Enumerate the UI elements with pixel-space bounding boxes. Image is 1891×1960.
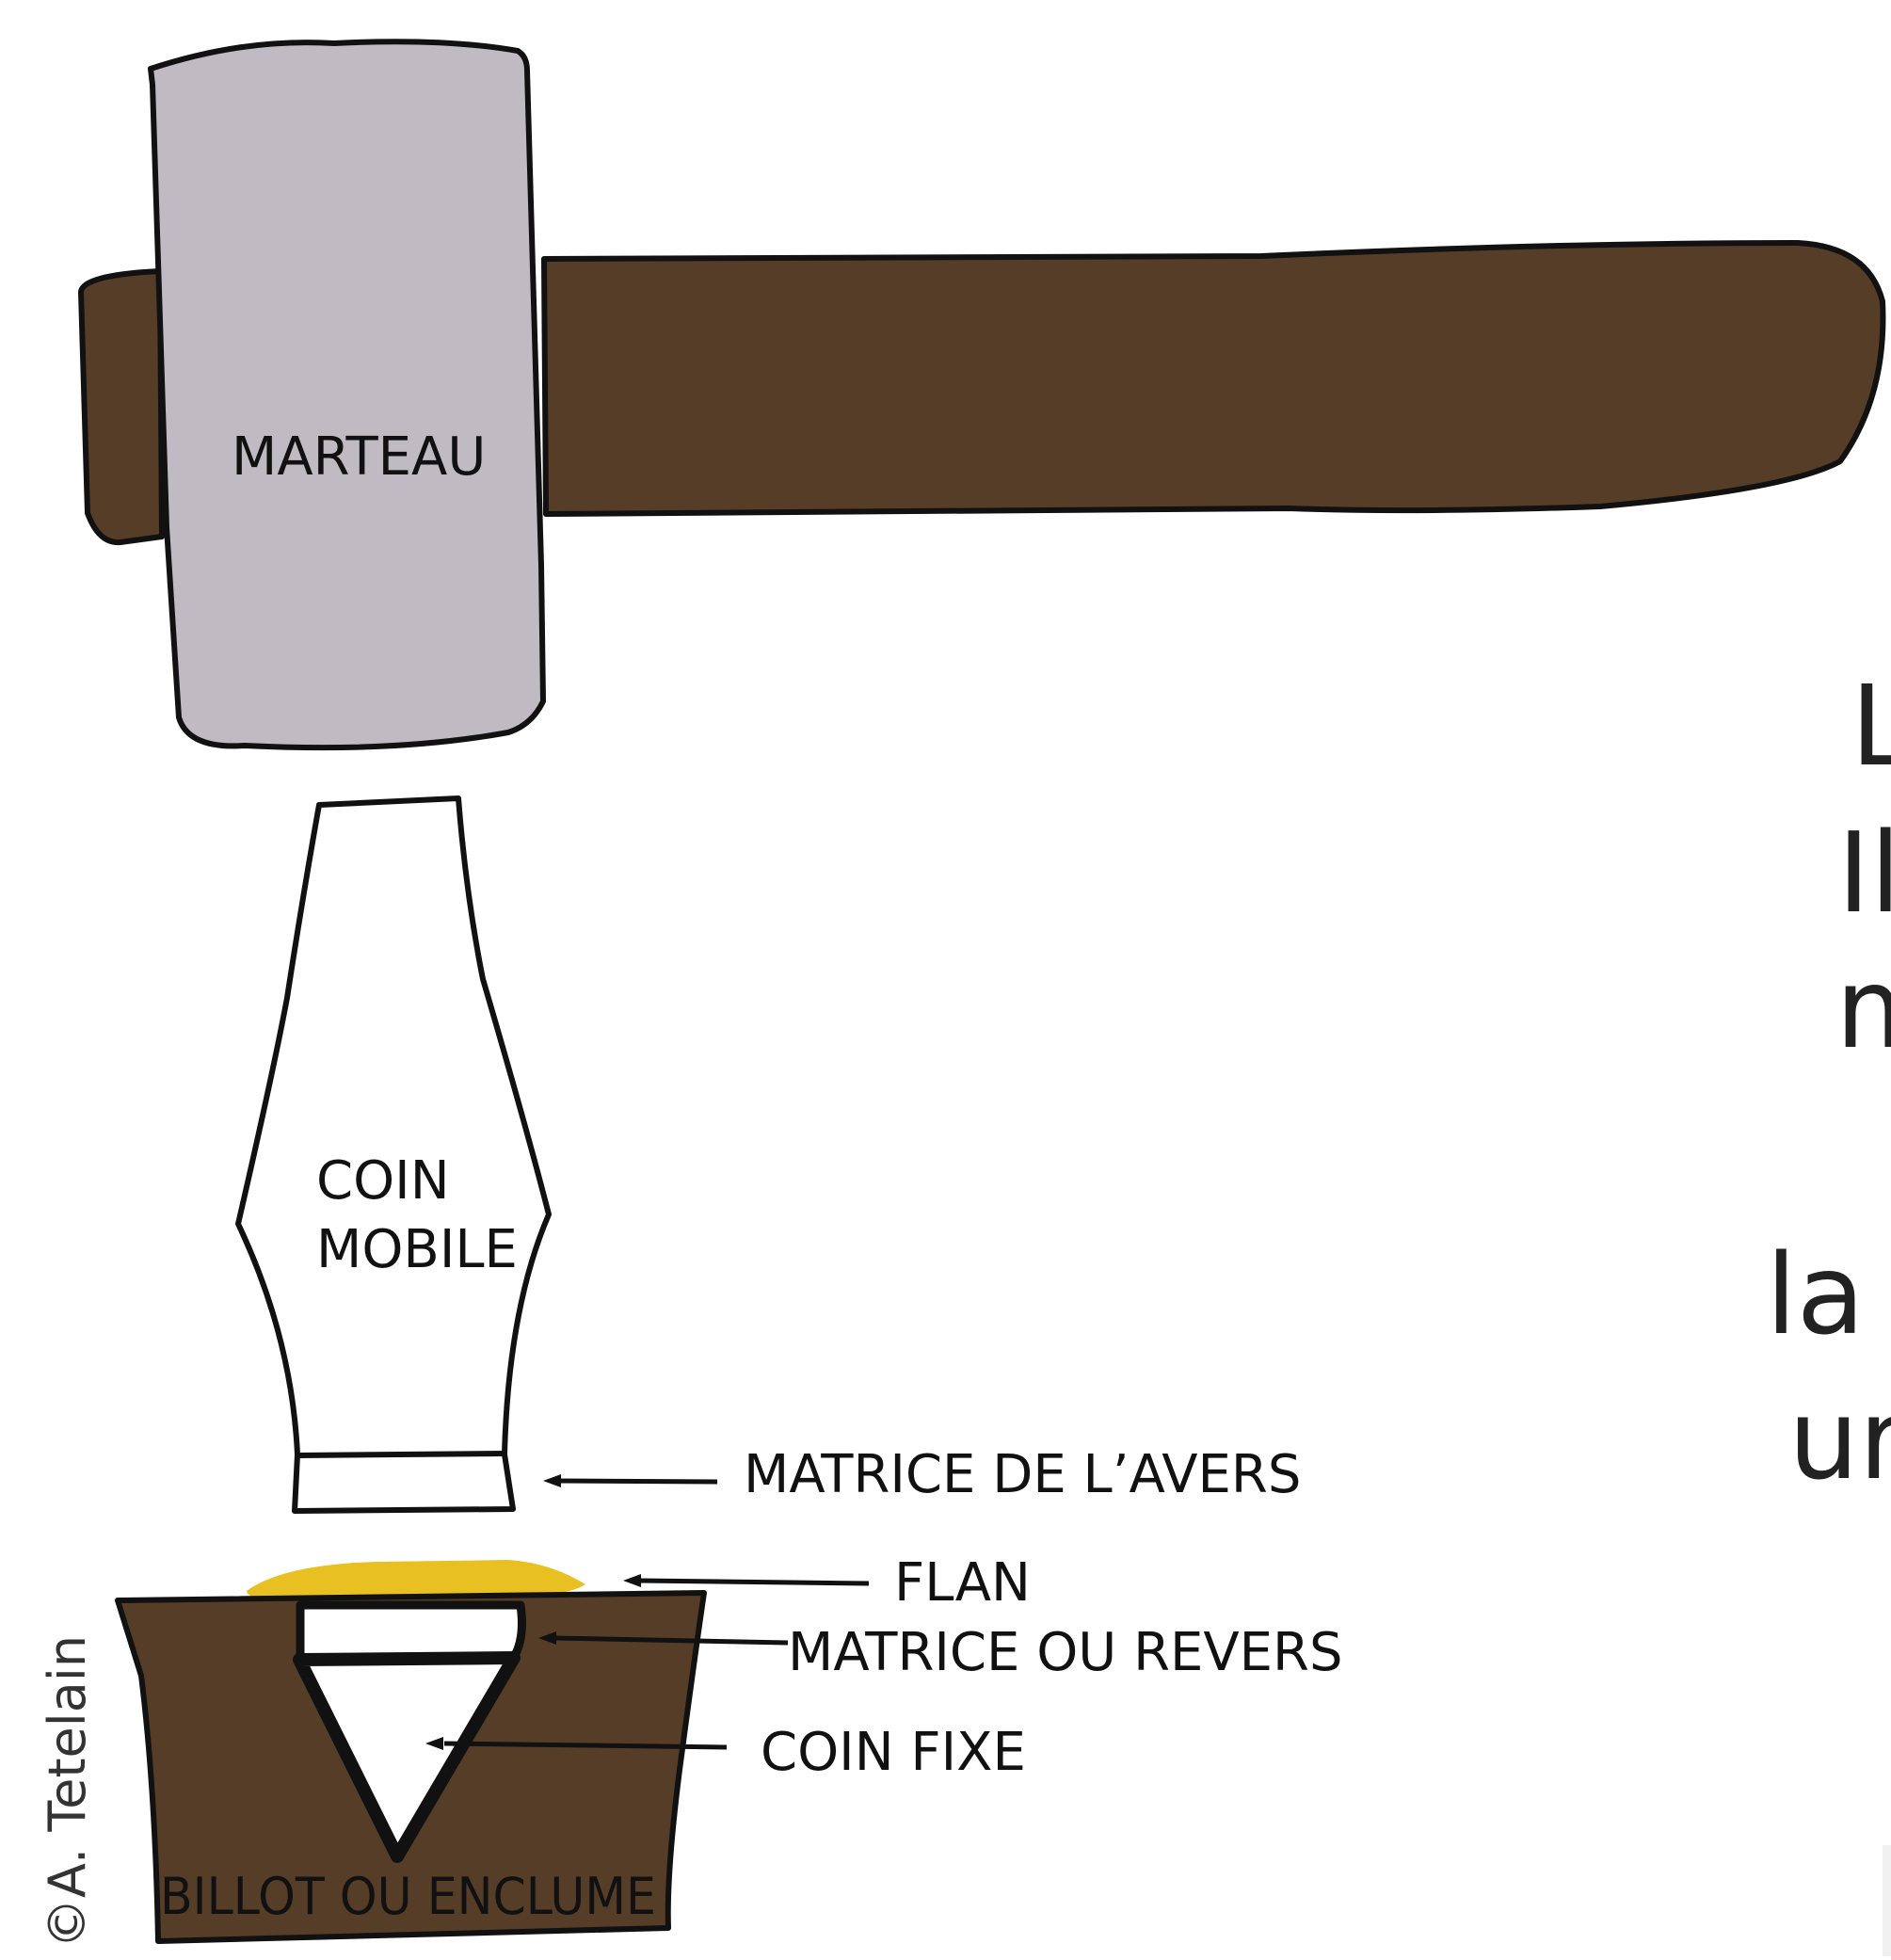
flan bbox=[247, 1560, 585, 1599]
cropped-text-3: m bbox=[1835, 943, 1891, 1073]
hammer-back-stub bbox=[78, 268, 165, 546]
hammer-head bbox=[148, 39, 546, 751]
arrow-matrice-revers bbox=[554, 1635, 789, 1646]
cropped-text-2: Il bbox=[1837, 808, 1891, 938]
matrice-avers-divider bbox=[297, 1451, 506, 1458]
label-flan: FLAN bbox=[894, 1552, 1031, 1614]
arrow-coin-fixe bbox=[443, 1741, 728, 1750]
label-billot: BILLOT OU ENCLUME bbox=[160, 1867, 656, 1926]
label-coin-mobile-line2: MOBILE bbox=[316, 1219, 518, 1280]
arrow-flan bbox=[639, 1578, 870, 1586]
label-marteau: MARTEAU bbox=[232, 426, 486, 488]
label-matrice-avers: MATRICE DE L’AVERS bbox=[744, 1444, 1301, 1505]
label-coin-mobile-line1: COIN bbox=[316, 1150, 450, 1212]
arrow-matrice-avers-head bbox=[543, 1474, 561, 1487]
matrice-revers bbox=[296, 1600, 526, 1663]
cropped-text-1: L bbox=[1851, 661, 1891, 791]
label-matrice-revers: MATRICE OU REVERS bbox=[788, 1622, 1343, 1683]
label-coin-fixe: COIN FIXE bbox=[761, 1722, 1026, 1783]
cropped-text-4: la r bbox=[1766, 1229, 1891, 1359]
arrow-matrice-revers-head bbox=[538, 1631, 556, 1645]
coin-mobile bbox=[235, 795, 552, 1514]
credit: ©A. Tetelain bbox=[38, 1635, 97, 1949]
edge-fragment bbox=[1883, 1845, 1891, 1956]
arrow-coin-fixe-head bbox=[425, 1737, 443, 1750]
coin-fixe bbox=[293, 1651, 521, 1863]
arrow-matrice-avers bbox=[558, 1478, 718, 1485]
cropped-text-5: ur bbox=[1788, 1374, 1891, 1504]
hammer-handle bbox=[541, 240, 1886, 517]
arrow-flan-head bbox=[623, 1574, 641, 1587]
